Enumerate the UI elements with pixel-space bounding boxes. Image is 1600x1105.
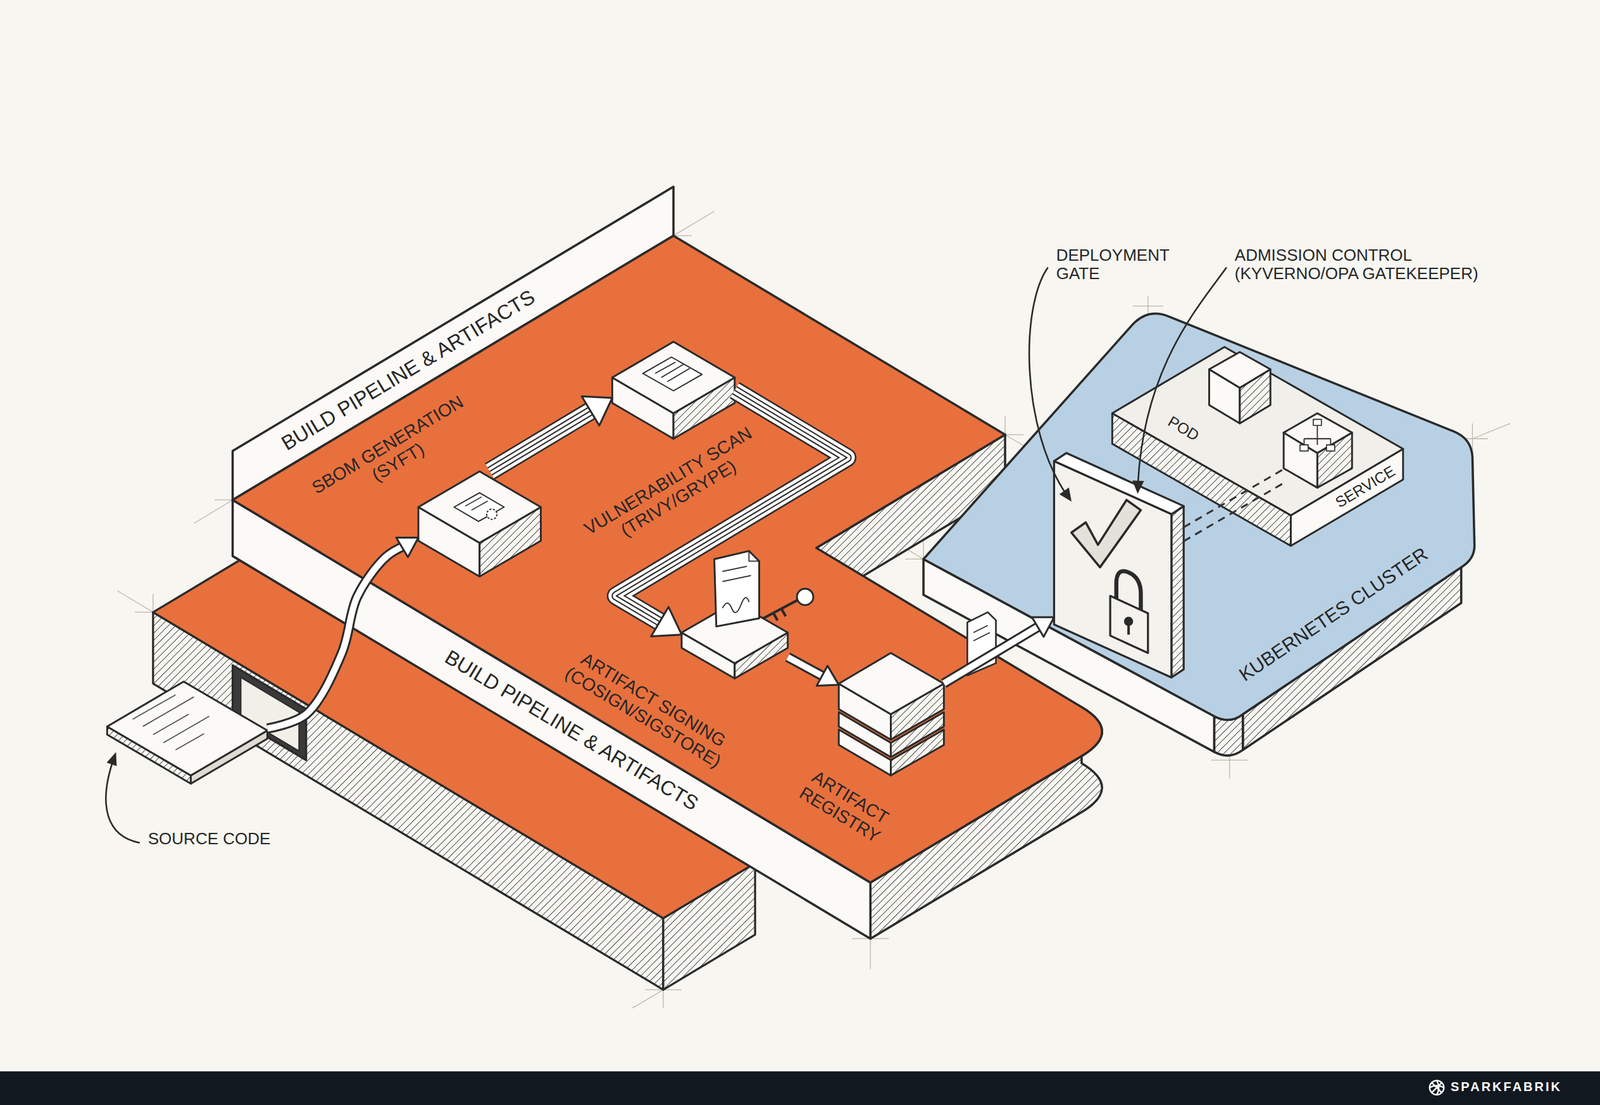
arrow-band — [489, 408, 595, 472]
policy-link — [1183, 468, 1284, 542]
source-code-sheet: SOURCE CODE — [106, 681, 268, 776]
flow-arrow — [787, 656, 840, 686]
footer-bar — [0, 1071, 1600, 1105]
cluster-slab — [923, 313, 1475, 720]
key-icon — [796, 588, 814, 606]
source-code-sheet — [106, 681, 268, 784]
construction-marks — [117, 211, 1511, 1009]
signing-step-label: ARTIFACT SIGNING (COSIGN/SIGSTORE) — [553, 641, 743, 778]
arrow-band — [787, 656, 826, 678]
flow-arrow — [943, 617, 1054, 684]
key-icon — [763, 600, 799, 621]
report-icon — [655, 362, 690, 382]
arrow-band — [267, 545, 406, 729]
deployment-gate-panel — [1053, 461, 1171, 678]
arrow-band — [943, 625, 1042, 684]
arrow-head — [816, 665, 839, 687]
arrow-band — [267, 545, 406, 729]
brand-logo — [1429, 1080, 1445, 1095]
registry-stack — [838, 653, 944, 715]
check-mark — [1071, 500, 1142, 568]
signing-step: ARTIFACT SIGNING (COSIGN/SIGSTORE) — [681, 571, 788, 679]
network-icon — [1326, 444, 1335, 452]
service-box-label: SERVICE — [1332, 462, 1399, 512]
cluster-slab: KUBERNETES CLUSTER DEPLOYMENT GATEADMISSI… — [923, 311, 1480, 761]
deployment-gate-panel — [1053, 453, 1184, 678]
footer-bar — [0, 1071, 1600, 1105]
arrow-band — [787, 656, 826, 678]
arrow-head — [581, 396, 613, 426]
registry-step: ARTIFACT REGISTRY — [838, 653, 944, 776]
arrow-head — [1031, 617, 1054, 637]
pod-cube — [1209, 351, 1271, 424]
certificate-icon — [722, 551, 759, 613]
registry-stack — [838, 653, 944, 776]
source-leader — [108, 753, 116, 765]
scan-box — [612, 341, 735, 414]
pod-cube — [1209, 351, 1271, 388]
service-cube — [1283, 413, 1352, 488]
deployment-gate-label: DEPLOYMENT GATE — [1056, 246, 1193, 285]
arrow-head — [651, 606, 682, 637]
lock-body — [1110, 596, 1149, 654]
cluster-slab-label: KUBERNETES CLUSTER — [1235, 543, 1433, 686]
source-code-sheet — [132, 694, 210, 750]
source-leader — [105, 753, 140, 843]
source-code-sheet-label: SOURCE CODE — [148, 829, 271, 849]
workload-platform — [1112, 346, 1403, 516]
dashed-link — [1183, 468, 1284, 528]
brand-logo — [1429, 1080, 1445, 1095]
callout-leaders — [1029, 267, 1068, 496]
cluster-slab — [923, 313, 1475, 756]
arrow-band — [489, 408, 595, 472]
scan-step-label: VULNERABILITY SCAN (TRIVY/GRYPE) — [570, 417, 777, 563]
callout-leaders — [1060, 489, 1071, 500]
service-box: SERVICE — [1283, 413, 1352, 488]
registry-step-label: ARTIFACT REGISTRY — [787, 760, 902, 852]
sbom-box — [418, 471, 541, 544]
certificate-icon — [714, 551, 760, 627]
arrow-band — [489, 408, 595, 472]
pipeline-slab: BUILD PIPELINE & ARTIFACTSBUILD PIPELINE… — [232, 186, 1123, 939]
deployment-gate-label: ADMISSION CONTROL (KYVERNO/OPA GATEKEEPE… — [1234, 246, 1520, 285]
pod-box: POD — [1209, 351, 1271, 424]
sbom-icon — [453, 493, 504, 522]
flow-arrow — [267, 537, 419, 729]
brand-logo — [1429, 1080, 1445, 1095]
callout-leaders — [1029, 267, 1227, 500]
arrow-band — [943, 625, 1042, 684]
pod-box-label: POD — [1165, 412, 1203, 445]
lock-keyhole — [1127, 623, 1130, 635]
gear-icon — [486, 508, 497, 519]
watermark: SPARKFABRIK — [1450, 1079, 1563, 1095]
arrow-head — [396, 537, 419, 557]
source-code-sheet — [106, 681, 268, 776]
arrow-band — [489, 408, 595, 472]
sbom-icon — [465, 496, 488, 511]
callout-leaders — [1137, 267, 1227, 488]
arrow-band — [489, 408, 595, 472]
network-icon — [1313, 419, 1322, 426]
deployment-gate-panel — [1171, 506, 1184, 678]
callout-leaders — [1133, 481, 1144, 492]
scan-step: VULNERABILITY SCAN (TRIVY/GRYPE) — [612, 341, 735, 439]
dashed-link — [1183, 482, 1284, 542]
flow-arrow — [489, 396, 613, 472]
sbom-step: SBOM GENERATION (SYFT) — [418, 471, 541, 577]
report-icon — [643, 356, 703, 391]
scan-box — [612, 341, 735, 439]
network-icon — [1303, 424, 1331, 445]
source-leader — [105, 756, 140, 843]
service-cube — [1283, 413, 1352, 454]
network-icon — [1300, 444, 1309, 452]
release-sheet — [973, 625, 990, 641]
sbom-box — [418, 471, 541, 577]
deployment-gate: DEPLOYMENT GATEADMISSION CONTROL (KYVERN… — [1053, 461, 1184, 682]
